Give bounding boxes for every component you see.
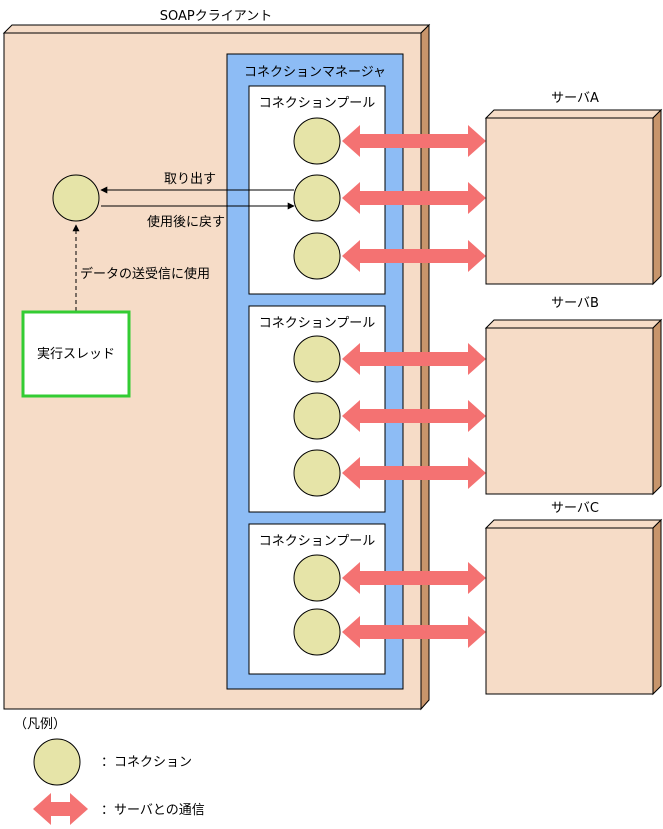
pool-2-connection-2 <box>293 392 341 440</box>
server-b-front-face <box>485 327 654 495</box>
pool-2-connection-1 <box>293 335 341 383</box>
use-connection-label: データの送受信に使用 <box>80 266 210 282</box>
comm-arrow-b3 <box>342 457 486 489</box>
take-out-label: 取り出す <box>164 172 216 187</box>
comm-arrow-a3 <box>342 240 486 272</box>
pool-1-connection-3 <box>293 232 341 280</box>
legend-communication-icon <box>33 793 88 825</box>
client-side-face <box>420 23 430 711</box>
legend-connection-icon <box>33 738 81 786</box>
server-a-top-face <box>484 109 663 119</box>
comm-arrow-a1 <box>342 125 486 157</box>
legend-title: （凡例） <box>14 717 66 732</box>
pool-1-connection-1 <box>293 117 341 165</box>
server-b-box <box>484 318 663 496</box>
comm-arrow-b2 <box>342 400 486 432</box>
pool-3-connection-2 <box>293 608 341 656</box>
server-c-side-face <box>652 518 662 696</box>
server-a-label: サーバA <box>551 91 599 106</box>
server-c-top-face <box>484 519 663 529</box>
server-a-side-face <box>652 108 662 286</box>
pool-2-title: コネクションプール <box>259 316 376 331</box>
pool-2-connection-3 <box>293 449 341 497</box>
client-title: SOAPクライアント <box>160 9 272 24</box>
server-a-box <box>484 108 663 286</box>
legend-communication-label: ：サーバとの通信 <box>101 803 205 818</box>
return-label: 使用後に戻す <box>147 214 225 230</box>
communication-arrows <box>342 125 486 648</box>
manager-title: コネクションマネージャ <box>244 65 386 80</box>
execution-thread-label: 実行スレッド <box>37 346 115 362</box>
server-c-box <box>484 518 663 696</box>
server-b-side-face <box>652 318 662 496</box>
pool-1-title: コネクションプール <box>259 96 376 111</box>
comm-arrow-c2 <box>342 616 486 648</box>
legend-connection-label: ：コネクション <box>101 755 192 770</box>
server-a-front-face <box>485 117 654 285</box>
execution-thread-box <box>21 310 131 398</box>
comm-arrow-b1 <box>342 343 486 375</box>
server-b-label: サーバB <box>551 296 599 311</box>
server-c-front-face <box>485 527 654 695</box>
comm-arrow-c1 <box>342 562 486 594</box>
client-top-face <box>2 24 431 34</box>
active-connection <box>52 174 100 222</box>
server-c-label: サーバC <box>551 501 599 516</box>
server-b-top-face <box>484 319 663 329</box>
pool-1-connection-2 <box>293 174 341 222</box>
pool-3-title: コネクションプール <box>259 534 376 549</box>
pool-3-connection-1 <box>293 554 341 602</box>
comm-arrow-a2 <box>342 182 486 214</box>
